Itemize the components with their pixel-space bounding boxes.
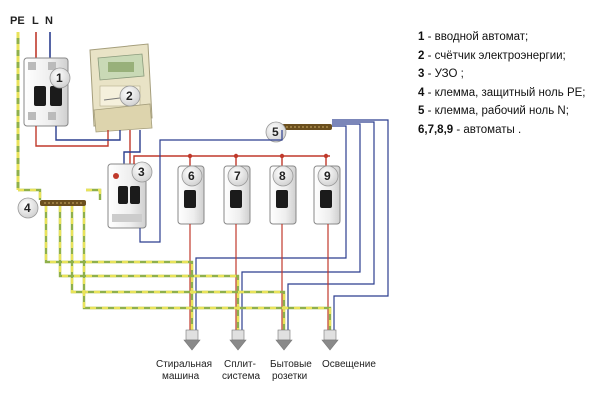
badge-6-text: 6 — [188, 169, 195, 183]
output-label-washer-2: машина — [162, 371, 200, 382]
incoming-wires — [16, 32, 51, 190]
badge-9-text: 9 — [324, 169, 331, 183]
neutral-wiring — [139, 119, 389, 340]
badge-7 — [227, 165, 249, 187]
output-label-lighting: Освещение — [322, 359, 376, 370]
legend-row: 2 - счётчик электроэнергии; — [418, 49, 566, 62]
phase-outputs — [189, 224, 329, 340]
pe-terminal-bar — [40, 200, 86, 206]
badge-5-text: 5 — [272, 125, 279, 139]
badge-4-text: 4 — [24, 201, 31, 215]
output-label-outlets-1: Бытовые — [270, 359, 312, 370]
legend-row: 1 - вводной автомат; — [418, 31, 529, 43]
badge-6 — [181, 165, 203, 187]
feed-wiring — [35, 126, 141, 166]
output-label-split-1: Сплит- — [224, 359, 256, 370]
pe-label: PE — [10, 15, 25, 27]
badge-1-text: 1 — [56, 71, 63, 85]
badge-8 — [272, 165, 294, 187]
legend-row: 5 - клемма, рабочий ноль N; — [418, 105, 569, 117]
badge-7-text: 7 — [234, 169, 241, 183]
badge-8-text: 8 — [279, 169, 286, 183]
output-label-split-2: система — [222, 371, 260, 382]
pe-wiring — [18, 188, 332, 330]
badge-9 — [317, 165, 339, 187]
badge-2-text: 2 — [126, 89, 133, 103]
output-arrows — [183, 329, 339, 351]
badge-1 — [49, 67, 71, 89]
badge-3-text: 3 — [138, 165, 145, 179]
legend-row: 4 - клемма, защитный ноль PE; — [418, 86, 586, 99]
output-label-washer-1: Стиральная — [156, 359, 212, 370]
energy-meter — [89, 43, 153, 133]
badge-4 — [17, 197, 39, 219]
badge-5 — [265, 121, 287, 143]
badge-2 — [119, 85, 141, 107]
l-label: L — [32, 15, 39, 27]
legend: 1 - вводной автомат; 2 - счётчик электро… — [418, 28, 598, 139]
n-label: N — [45, 15, 53, 27]
phase-bus — [133, 153, 330, 166]
legend-row: 3 - УЗО ; — [418, 68, 464, 80]
n-terminal-bar — [282, 124, 332, 130]
badge-3 — [131, 161, 153, 183]
legend-row: 6,7,8,9 - автоматы . — [418, 123, 522, 136]
output-label-outlets-2: розетки — [272, 371, 307, 382]
